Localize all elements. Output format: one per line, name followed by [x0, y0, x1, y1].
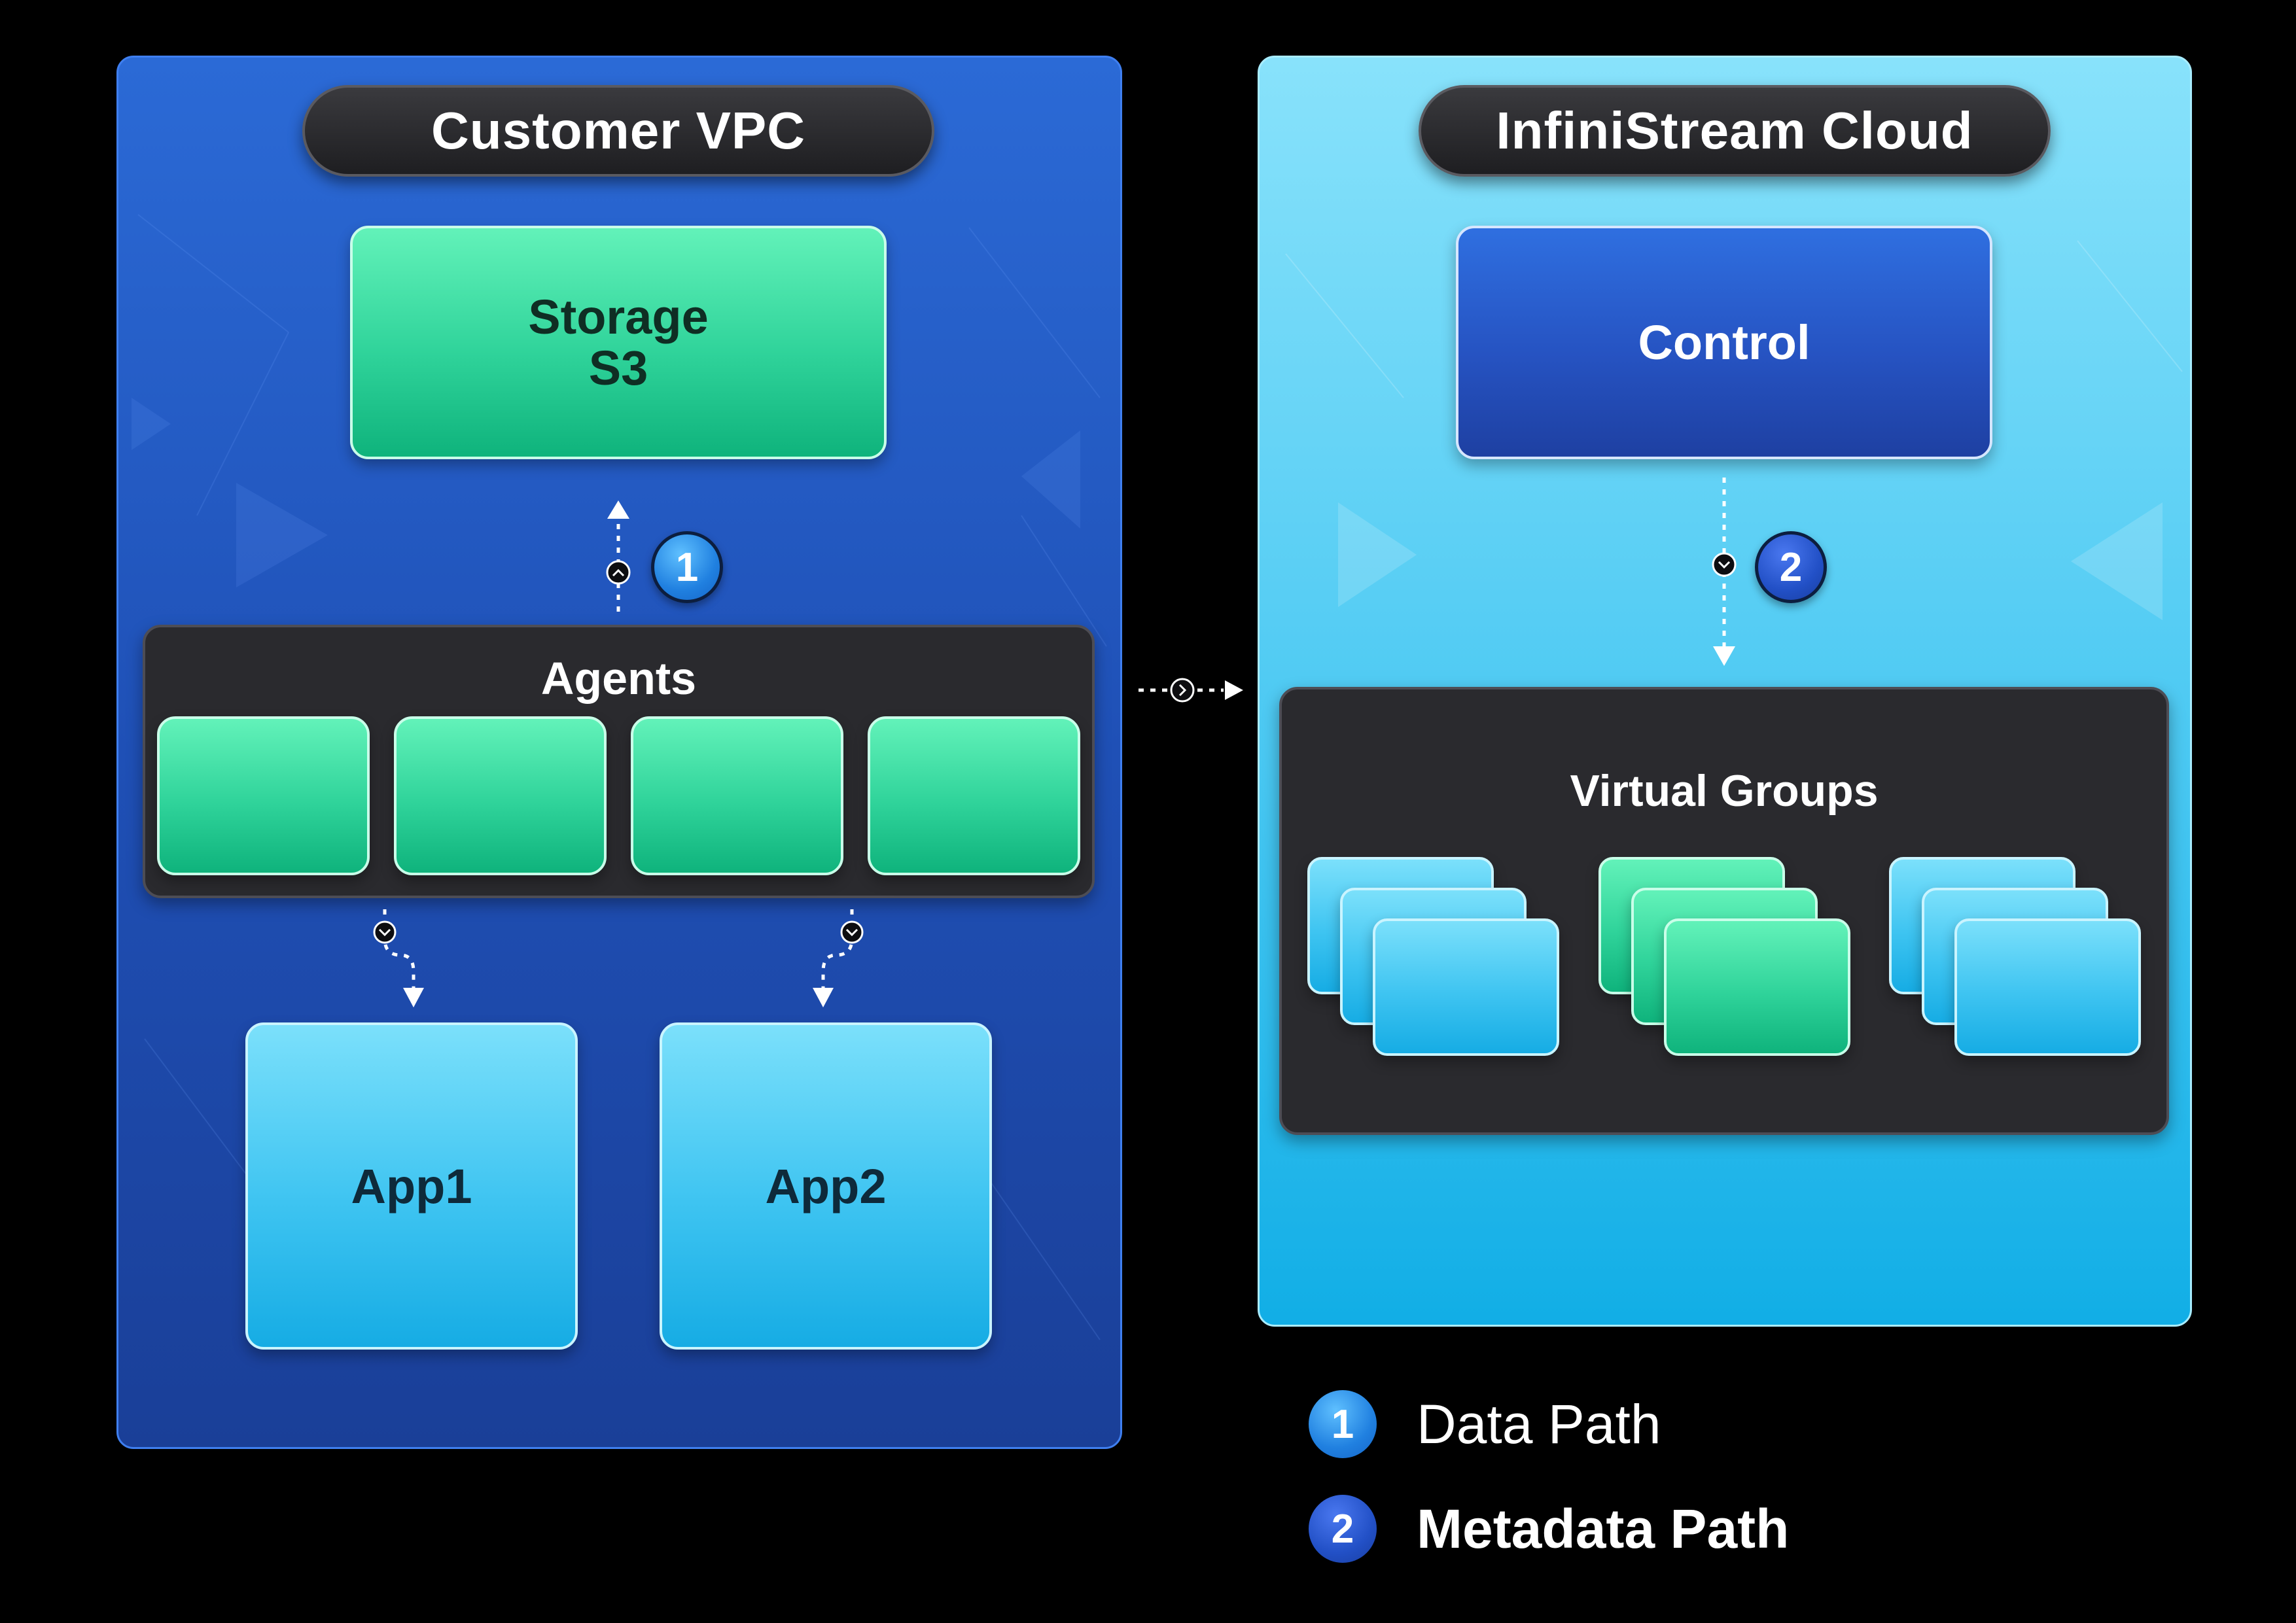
- data-path-badge: 1: [651, 531, 723, 603]
- app1-label: App1: [351, 1159, 472, 1213]
- app2-box[interactable]: App2: [660, 1022, 992, 1350]
- agent-box[interactable]: [868, 716, 1080, 875]
- agent-to-app2-arrow: [813, 909, 864, 1007]
- virtual-group-card[interactable]: [1664, 918, 1850, 1056]
- legend-badge-2: 2: [1305, 1492, 1380, 1566]
- storage-s3-box[interactable]: Storage S3: [350, 226, 887, 459]
- legend-data-path: Data Path: [1417, 1393, 1661, 1455]
- virtual-groups-label: Virtual Groups: [1570, 766, 1879, 816]
- data-path-arrow-up: [606, 500, 631, 612]
- agents-label: Agents: [540, 653, 697, 704]
- metadata-path-arrow-down: [1712, 478, 1737, 666]
- s3-label: S3: [588, 340, 648, 395]
- control-box[interactable]: Control: [1456, 226, 1992, 459]
- vpc-to-cloud-connector: [1139, 678, 1243, 703]
- network-pattern-decoration: [1285, 240, 2183, 620]
- app1-box[interactable]: App1: [245, 1022, 578, 1350]
- legend-badge-1: 1: [1305, 1387, 1380, 1461]
- infinistream-cloud-title: InfiniStream Cloud: [1419, 85, 2051, 177]
- customer-vpc-title: Customer VPC: [302, 85, 934, 177]
- virtual-group-card[interactable]: [1373, 918, 1559, 1056]
- metadata-path-badge: 2: [1755, 531, 1827, 603]
- agent-to-app1-arrow: [373, 909, 424, 1007]
- network-pattern-decoration: [132, 214, 1107, 1340]
- agent-box[interactable]: [631, 716, 843, 875]
- storage-label: Storage: [528, 289, 709, 344]
- control-label: Control: [1638, 315, 1810, 370]
- legend-metadata-path: Metadata Path: [1417, 1497, 1790, 1560]
- agent-box[interactable]: [157, 716, 370, 875]
- agent-box[interactable]: [394, 716, 607, 875]
- app2-label: App2: [765, 1159, 887, 1213]
- virtual-group-card[interactable]: [1954, 918, 2141, 1056]
